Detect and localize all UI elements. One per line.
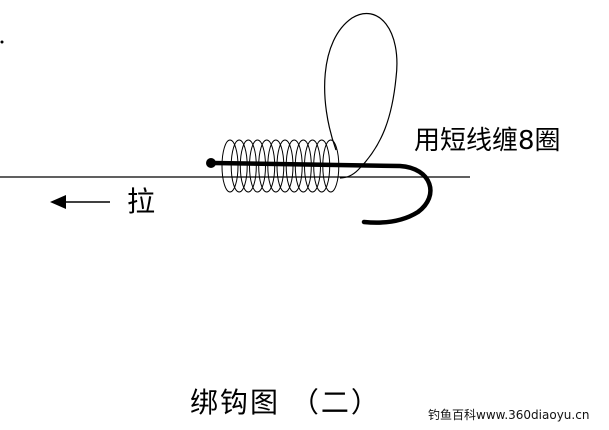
coil-turn: [285, 139, 303, 193]
coil-turn: [294, 139, 312, 193]
coil-turn: [221, 139, 239, 193]
coil-turn: [249, 139, 266, 193]
coil-turn: [304, 139, 321, 193]
diagram-title: 绑钩图 （二）: [190, 386, 381, 419]
hook-shank: [210, 160, 433, 225]
pull-label: 拉: [127, 185, 156, 218]
hook-eye: [206, 158, 216, 168]
coil-turn: [267, 139, 285, 193]
wrap-coils: [221, 139, 340, 193]
coil-turn: [230, 139, 248, 193]
coil-turn: [313, 139, 331, 193]
coil-turn: [276, 139, 294, 193]
coil-turn: [239, 139, 257, 193]
coil-turn: [322, 139, 340, 193]
watermark-text: 钓鱼百科www.360diaoyu.cn: [428, 408, 590, 422]
pull-arrow-head: [50, 195, 66, 209]
wrap-instruction-label: 用短线缠8圈: [414, 126, 561, 156]
short-line-loop: [324, 12, 398, 179]
edge-mark: [0, 40, 4, 44]
coil-turn: [258, 139, 276, 193]
